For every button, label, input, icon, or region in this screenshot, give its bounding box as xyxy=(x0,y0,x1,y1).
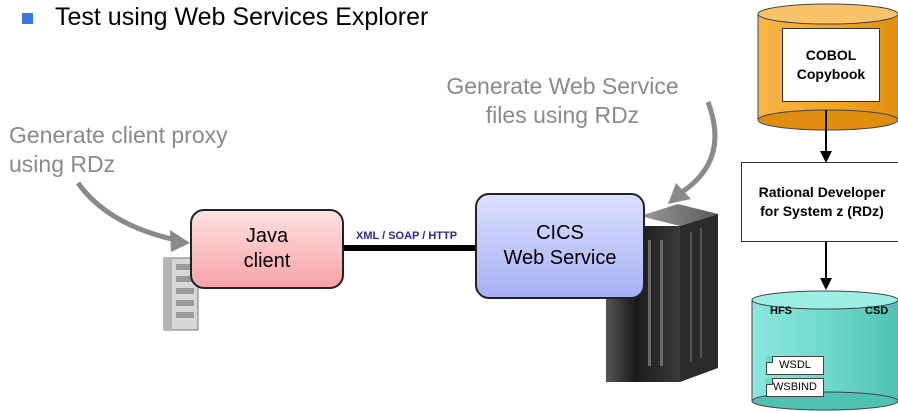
rdz-box: Rational Developer for System z (RDz) xyxy=(741,162,898,242)
ws-files-arrow xyxy=(680,101,718,195)
generate-client-annotation: Generate client proxy using RDz xyxy=(9,121,228,179)
cics-line1: CICS xyxy=(536,222,584,244)
rdz-line1: Rational Developer xyxy=(758,184,886,200)
cobol-line1: COBOL xyxy=(805,47,857,63)
client-proxy-arrow xyxy=(75,181,177,243)
wsdl-file: WSDL xyxy=(766,356,824,375)
hfs-label: HFS xyxy=(770,305,792,317)
generate-ws-annotation: Generate Web Service files using RDz xyxy=(435,72,690,130)
java-client-node: Java client xyxy=(190,209,344,289)
wsdl-label: WSDL xyxy=(779,359,811,371)
cobol-copybook-box: COBOL Copybook xyxy=(782,28,880,102)
wsbind-file: WSBIND xyxy=(766,378,824,397)
generate-client-line1: Generate client proxy xyxy=(9,122,228,148)
rdz-to-storage-arrowhead xyxy=(820,278,832,290)
csd-label: CSD xyxy=(865,305,889,317)
bullet-heading: Test using Web Services Explorer xyxy=(55,3,429,31)
rdz-line2: for System z (RDz) xyxy=(760,203,884,219)
cobol-to-rdz-arrowhead xyxy=(820,151,832,163)
generate-ws-line2: files using RDz xyxy=(485,102,640,128)
cobol-line2: Copybook xyxy=(796,66,866,82)
client-server-image xyxy=(163,257,199,331)
xml-soap-http-label: XML / SOAP / HTTP xyxy=(356,230,458,242)
java-client-line1: Java xyxy=(245,225,289,247)
cics-web-service-node: CICS Web Service xyxy=(475,193,645,299)
cics-line2: Web Service xyxy=(503,247,617,269)
client-proxy-arrowhead xyxy=(170,230,190,252)
generate-ws-line1: Generate Web Service xyxy=(446,73,679,99)
java-client-line2: client xyxy=(243,250,291,272)
xml-soap-http-connector xyxy=(342,245,475,251)
ws-files-arrowhead xyxy=(668,183,691,204)
generate-client-line2: using RDz xyxy=(9,151,116,177)
wsbind-label: WSBIND xyxy=(773,381,817,393)
bullet-square xyxy=(22,13,33,24)
